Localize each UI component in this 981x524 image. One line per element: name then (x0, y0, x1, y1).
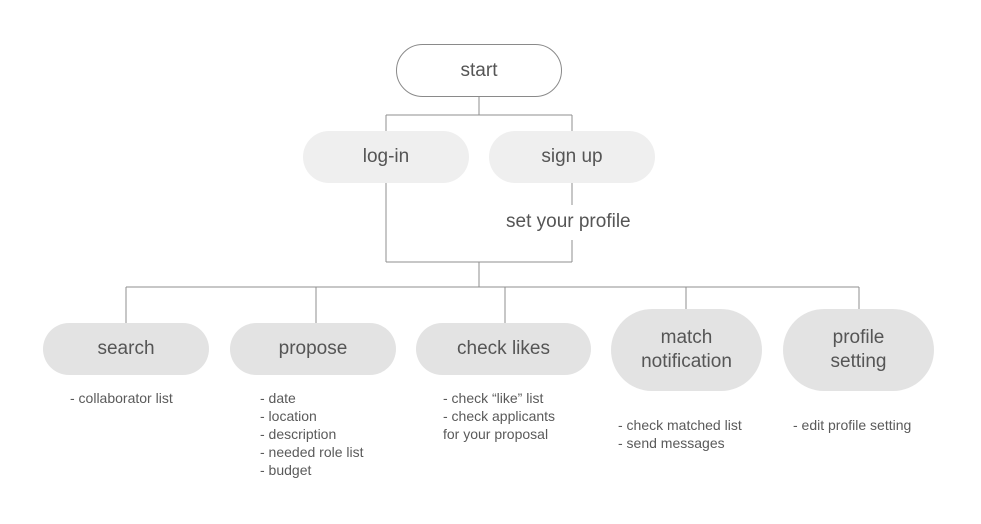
note-item: - edit profile setting (793, 417, 912, 433)
note-item: - check applicants (443, 408, 556, 424)
search-node: search (43, 323, 209, 375)
note-item: - budget (260, 462, 312, 478)
set-profile-label: set your profile (506, 211, 631, 232)
note-item: - collaborator list (70, 390, 173, 406)
profile-notes: - edit profile setting (793, 416, 911, 434)
match-label-line1: match (660, 327, 713, 348)
profile-label-line1: profile (832, 327, 885, 348)
check-likes-notes: - check “like” list - check applicants f… (443, 389, 555, 443)
start-label: start (460, 59, 498, 81)
start-node: start (396, 44, 562, 97)
note-item: - check “like” list (443, 390, 544, 406)
profile-setting-node: profile setting (783, 309, 934, 391)
note-item: - send messages (618, 435, 725, 451)
match-label-line2: notification (641, 351, 732, 372)
note-item: - date (260, 390, 296, 406)
search-notes: - collaborator list (70, 389, 173, 407)
signup-label: sign up (541, 146, 603, 167)
propose-node: propose (230, 323, 396, 375)
note-item: - description (260, 426, 337, 442)
match-notification-node: match notification (611, 309, 762, 391)
match-notes: - check matched list - send messages (618, 416, 742, 452)
check-likes-node: check likes (416, 323, 591, 375)
propose-notes: - date - location - description - needed… (260, 389, 364, 479)
note-item: for your proposal (443, 426, 549, 442)
propose-label: propose (278, 338, 348, 359)
note-item: - location (260, 408, 317, 424)
note-item: - check matched list (618, 417, 742, 433)
login-node: log-in (303, 131, 469, 183)
search-label: search (97, 338, 155, 359)
note-item: - needed role list (260, 444, 364, 460)
signup-node: sign up (489, 131, 655, 183)
check-likes-label: check likes (457, 338, 550, 359)
profile-label-line2: setting (830, 351, 887, 372)
login-label: log-in (362, 146, 410, 167)
